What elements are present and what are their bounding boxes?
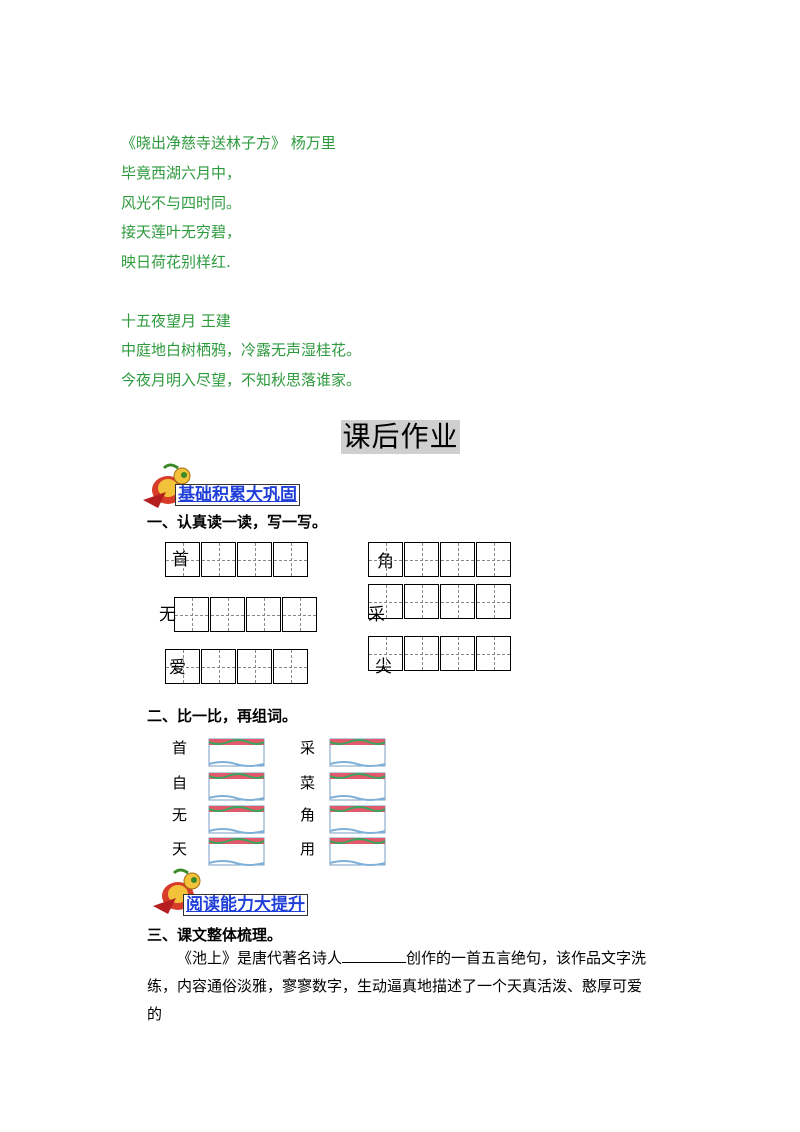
writing-row-char: 爱 <box>169 658 186 678</box>
writing-cell[interactable] <box>237 542 272 577</box>
answer-frame[interactable] <box>208 805 265 834</box>
answer-frame[interactable] <box>208 837 265 866</box>
writing-cell[interactable] <box>440 584 475 619</box>
writing-cell[interactable] <box>440 636 475 671</box>
answer-frame[interactable] <box>329 772 386 801</box>
compare-char-right-1: 采 <box>300 739 316 757</box>
question-3-paragraph: 《池上》是唐代著名诗人 创作的一首五言绝句，该作品文字洗 练，内容通俗淡雅，寥寥数… <box>147 944 677 1028</box>
compare-char-right-2: 菜 <box>300 774 316 792</box>
question-3-heading: 三、课文整体梳理。 <box>147 926 283 944</box>
writing-row-right-1: 角 <box>368 542 513 578</box>
compare-char-right-3: 角 <box>300 806 316 824</box>
writing-row-left-3: 爱 <box>165 649 310 685</box>
writing-row-right-2: 采 <box>368 584 513 625</box>
writing-cell[interactable] <box>282 597 317 632</box>
poem2-title: 十五夜望月 王建 <box>121 312 231 330</box>
writing-cell[interactable] <box>404 636 439 671</box>
writing-cell[interactable] <box>273 542 308 577</box>
writing-cell[interactable] <box>368 542 403 577</box>
writing-cell[interactable] <box>404 584 439 619</box>
fill-blank[interactable] <box>342 948 407 963</box>
writing-cell[interactable] <box>440 542 475 577</box>
section-badge-reading: 阅读能力大提升 <box>148 866 348 918</box>
writing-cell[interactable] <box>201 542 236 577</box>
answer-frame[interactable] <box>329 837 386 866</box>
poem1-line-2: 风光不与四时同。 <box>121 194 242 212</box>
writing-cell[interactable] <box>404 542 439 577</box>
mascot-icon <box>143 463 191 508</box>
poem2-line-1: 中庭地白树栖鸦，冷露无声湿桂花。 <box>121 341 362 359</box>
paragraph-line-2: 练，内容通俗淡雅，寥寥数字，生动逼真地描述了一个天真活泼、憨厚可爱 <box>147 977 643 995</box>
answer-frame[interactable] <box>208 772 265 801</box>
compare-char-right-4: 用 <box>300 840 316 858</box>
writing-row-char: 无 <box>159 605 176 625</box>
writing-row-left-1: 首 <box>165 542 310 578</box>
writing-cell[interactable] <box>368 584 403 619</box>
compare-char-left-1: 首 <box>172 739 188 757</box>
writing-row-char: 尖 <box>375 657 392 677</box>
writing-cell[interactable] <box>201 649 236 684</box>
writing-cell[interactable] <box>246 597 281 632</box>
paragraph-line-3: 的 <box>147 1005 163 1023</box>
poem1-line-3: 接天莲叶无穷碧， <box>121 223 242 241</box>
writing-cell[interactable] <box>476 542 511 577</box>
writing-row-char: 采 <box>368 605 385 625</box>
compare-char-left-2: 自 <box>172 774 188 792</box>
writing-cell[interactable] <box>165 542 200 577</box>
section-badge-basic: 基础积累大巩固 <box>138 462 338 512</box>
answer-frame[interactable] <box>329 805 386 834</box>
poem1-title: 《晓出净慈寺送林子方》 杨万里 <box>121 134 336 152</box>
writing-cell[interactable] <box>165 649 200 684</box>
writing-cell[interactable] <box>476 584 511 619</box>
section-badge-reading-label: 阅读能力大提升 <box>183 894 308 916</box>
answer-frame[interactable] <box>329 738 386 767</box>
writing-cell[interactable] <box>368 636 403 671</box>
homework-title: 课后作业 <box>341 420 460 454</box>
writing-row-left-2: 无 <box>159 597 317 633</box>
paragraph-line-1: 《池上》是唐代著名诗人 创作的一首五言绝句，该作品文字洗 <box>147 944 677 972</box>
poem1-line-4: 映日荷花别样红. <box>121 253 231 271</box>
writing-cell[interactable] <box>476 636 511 671</box>
writing-cell[interactable] <box>273 649 308 684</box>
section-badge-basic-label: 基础积累大巩固 <box>175 484 300 506</box>
writing-cell[interactable] <box>210 597 245 632</box>
writing-row-right-3: 尖 <box>368 636 513 677</box>
compare-char-left-3: 无 <box>172 806 188 824</box>
poem1-line-1: 毕竟西湖六月中， <box>121 164 242 182</box>
question-1-heading: 一、认真读一读，写一写。 <box>147 513 328 531</box>
paragraph-rest: 创作的一首五言绝句，该作品文字洗 <box>406 949 647 967</box>
writing-cell[interactable] <box>174 597 209 632</box>
question-2-heading: 二、比一比，再组词。 <box>147 707 298 725</box>
answer-frame[interactable] <box>208 738 265 767</box>
writing-cell[interactable] <box>237 649 272 684</box>
poem2-line-2: 今夜月明入尽望，不知秋思落谁家。 <box>121 371 362 389</box>
compare-char-left-4: 天 <box>172 840 188 858</box>
paragraph-start: 《池上》是唐代著名诗人 <box>177 949 343 967</box>
